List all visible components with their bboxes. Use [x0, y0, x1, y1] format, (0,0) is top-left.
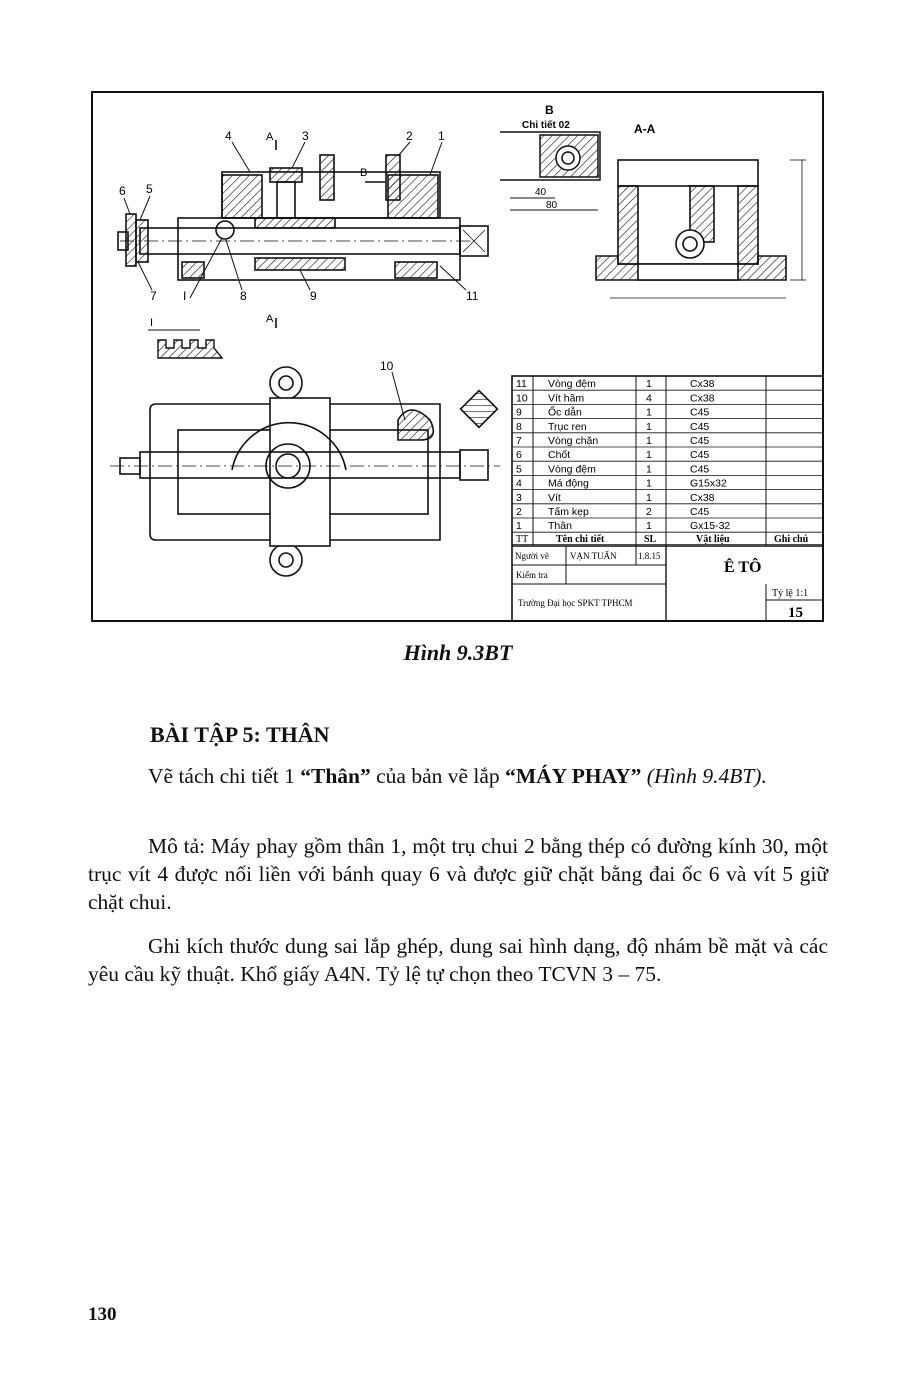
- label-5: 5: [146, 182, 153, 196]
- table-cell-qty: 4: [646, 392, 652, 404]
- label-6: 6: [119, 184, 126, 198]
- table-cell-no: 4: [516, 478, 522, 490]
- drawing-title: Ê TÔ: [724, 557, 762, 576]
- label-I: I: [183, 289, 186, 303]
- drawn-by-name: VẠN TUẤN: [570, 551, 617, 561]
- detail-I-view: [148, 329, 224, 359]
- table-cell-no: 9: [516, 407, 522, 419]
- figure-caption: Hình 9.3BT: [403, 640, 513, 665]
- header-qty: SL: [644, 534, 657, 545]
- table-cell-mat: C45: [690, 463, 709, 475]
- dim-80-label: 80: [546, 200, 558, 211]
- label-3: 3: [302, 129, 309, 143]
- label-4: 4: [225, 129, 232, 143]
- table-cell-no: 7: [516, 435, 522, 447]
- table-cell-mat: Cx38: [690, 392, 715, 404]
- section-aa-label: A-A: [634, 122, 656, 136]
- top-view: [110, 366, 500, 577]
- table-cell-mat: Cx38: [690, 378, 715, 390]
- dim-40-label: 40: [535, 187, 547, 198]
- table-cell-mat: C45: [690, 407, 709, 419]
- detail-b-view: [500, 131, 601, 211]
- table-cell-name: Má động: [548, 478, 589, 490]
- label-8: 8: [240, 289, 247, 303]
- table-cell-no: 11: [516, 378, 527, 390]
- table-cell-no: 8: [516, 421, 522, 433]
- header-no: TT: [516, 534, 528, 545]
- p1-assembly-name: “MÁY PHAY”: [505, 764, 642, 788]
- parts-table: [511, 375, 824, 622]
- label-1: 1: [438, 129, 445, 143]
- table-cell-mat: C45: [690, 421, 709, 433]
- p1-figure-ref: (Hình 9.4BT).: [641, 764, 767, 788]
- checked-label: Kiểm tra: [516, 570, 548, 580]
- table-cell-name: Vít hãm: [548, 392, 584, 404]
- table-cell-name: Tấm kẹp: [548, 506, 589, 518]
- section-aa-view: [595, 159, 806, 299]
- table-cell-name: Vòng đệm: [548, 378, 596, 390]
- table-cell-no: 1: [516, 520, 522, 532]
- table-cell-qty: 1: [646, 478, 652, 490]
- section-b-label: B: [360, 167, 367, 179]
- drawing-frame: [91, 91, 824, 622]
- table-cell-name: Ốc dẫn: [548, 405, 582, 419]
- table-cell-name: Thân: [548, 520, 572, 532]
- table-cell-no: 10: [516, 392, 528, 404]
- detail-I-label: I: [150, 317, 153, 329]
- label-7: 7: [150, 289, 157, 303]
- table-cell-name: Trục ren: [548, 421, 587, 433]
- table-cell-qty: 2: [646, 506, 652, 518]
- label-2: 2: [406, 129, 413, 143]
- drawn-date: 1.8.15: [638, 551, 661, 561]
- table-cell-no: 5: [516, 463, 522, 475]
- table-cell-no: 3: [516, 492, 522, 504]
- exercise-heading: BÀI TẬP 5: THÂN: [150, 722, 330, 747]
- front-section-view: [117, 140, 489, 328]
- page-number: 130: [88, 1304, 117, 1325]
- p1-text-c: của bản vẽ lắp: [370, 764, 506, 788]
- table-cell-qty: 1: [646, 435, 652, 447]
- school-name: Trường Đại học SPKT TPHCM: [518, 598, 633, 608]
- label-9: 9: [310, 289, 317, 303]
- table-cell-qty: 1: [646, 407, 652, 419]
- technical-drawing: 4 3 2 1 6 5 7 I 8 9 11 A A B I B Chi tiế…: [91, 91, 824, 622]
- table-cell-no: 2: [516, 506, 522, 518]
- table-cell-qty: 1: [646, 421, 652, 433]
- table-cell-no: 6: [516, 449, 522, 461]
- table-cell-qty: 1: [646, 520, 652, 532]
- table-cell-name: Vòng chặn: [548, 435, 598, 447]
- table-cell-name: Vòng đệm: [548, 463, 596, 475]
- p1-part-name: “Thân”: [300, 764, 371, 788]
- section-a-bottom-label: A: [266, 313, 274, 325]
- drawn-by-label: Người vẽ: [515, 551, 549, 561]
- p1-text-a: Vẽ tách chi tiết 1: [148, 764, 301, 788]
- table-cell-mat: Cx38: [690, 492, 715, 504]
- header-mat: Vật liệu: [696, 534, 730, 545]
- table-cell-name: Vít: [548, 492, 561, 504]
- label-10: 10: [380, 359, 394, 373]
- view-b-label: B: [545, 103, 554, 117]
- paragraph-2: Mô tả: Máy phay gồm thân 1, một trụ chui…: [88, 834, 828, 914]
- label-11: 11: [466, 289, 479, 303]
- table-cell-qty: 1: [646, 378, 652, 390]
- scale-label: Tỷ lệ 1:1: [772, 588, 808, 599]
- detail-title-label: Chi tiết 02: [522, 119, 570, 131]
- paragraph-1: Vẽ tách chi tiết 1 “Thân” của bản vẽ lắp…: [88, 762, 828, 790]
- table-cell-mat: C45: [690, 435, 709, 447]
- table-cell-mat: C45: [690, 449, 709, 461]
- table-cell-name: Chốt: [548, 449, 570, 461]
- paragraph-3: Ghi kích thước dung sai lắp ghép, dung s…: [88, 934, 828, 986]
- table-cell-qty: 1: [646, 449, 652, 461]
- table-cell-mat: G15x32: [690, 478, 727, 490]
- table-cell-mat: C45: [690, 506, 709, 518]
- table-cell-mat: Gx15-32: [690, 520, 730, 532]
- section-a-top-label: A: [266, 131, 274, 143]
- drawing-number: 15: [788, 605, 803, 621]
- table-cell-qty: 1: [646, 492, 652, 504]
- table-cell-qty: 1: [646, 463, 652, 475]
- header-note: Ghi chú: [774, 534, 809, 545]
- header-name: Tên chi tiết: [556, 534, 605, 545]
